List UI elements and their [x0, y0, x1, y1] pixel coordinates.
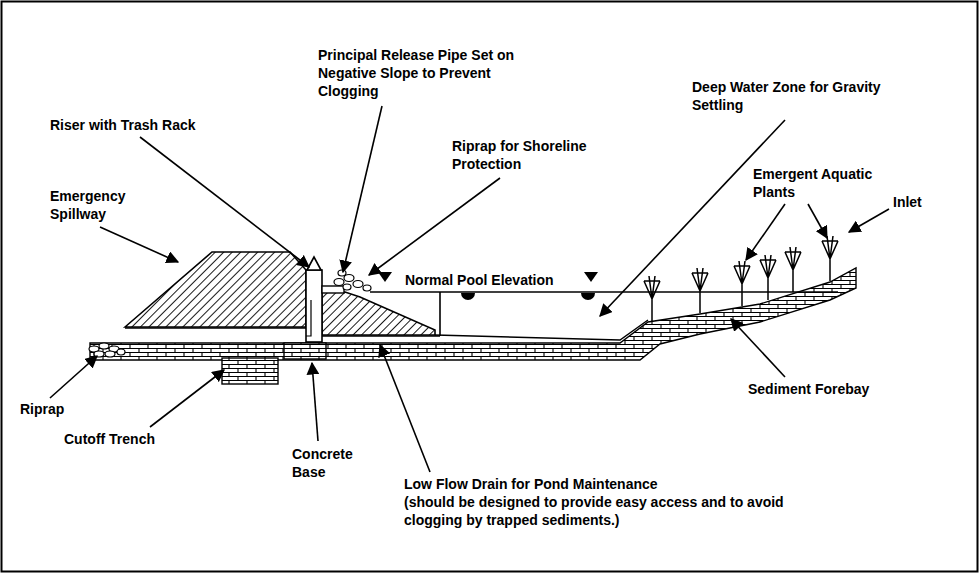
callout-label: Inlet [893, 193, 963, 211]
leader-line [600, 120, 785, 316]
trash-rack [307, 257, 321, 270]
leader-line [369, 178, 500, 275]
callout-label: Riprap [20, 400, 100, 418]
leader-line [100, 227, 178, 262]
leader-line [50, 356, 97, 398]
riser-inner-pipe [306, 300, 311, 336]
emergency-spillway-embankment [125, 252, 306, 327]
callout-label: Cutoff Trench [64, 430, 204, 448]
callout-label: Sediment Forebay [748, 380, 918, 398]
concrete-base [284, 343, 326, 359]
callout-label: Concrete Base [292, 445, 372, 481]
leader-line [312, 363, 318, 441]
cutoff-trench [222, 358, 278, 384]
callout-label: Principal Release Pipe Set on Negative S… [318, 46, 528, 100]
principal-release-pipe [322, 286, 344, 293]
water-marker [461, 293, 475, 300]
shoreline-riprap [334, 270, 371, 291]
callout-label: Normal Pool Elevation [405, 271, 580, 289]
callout-label: (should be designed to provide easy acce… [404, 493, 794, 529]
leader-line [746, 204, 785, 260]
callout-label: Deep Water Zone for Gravity Settling [692, 78, 882, 114]
water-level-marker [584, 272, 598, 282]
low-flow-drain [439, 292, 441, 336]
callout-label: Low Flow Drain for Pond Maintenance [404, 475, 734, 493]
leader-line [140, 137, 309, 267]
leader-line [808, 204, 827, 238]
callout-label: Emergent Aquatic Plants [753, 165, 903, 201]
water-level-marker [378, 272, 392, 282]
aquatic-plants [644, 236, 838, 321]
riprap-stones [89, 343, 125, 357]
pond-bottom [435, 320, 648, 340]
callout-label: Riser with Trash Rack [50, 116, 250, 134]
leader-line [343, 106, 382, 272]
callout-label: Emergency Spillway [50, 187, 150, 223]
leader-line [380, 345, 430, 472]
riser [306, 270, 322, 342]
leader-lines [50, 106, 889, 472]
water-marker [581, 293, 595, 300]
callout-label: Riprap for Shoreline Protection [452, 137, 622, 173]
leader-line [731, 319, 785, 377]
leader-line [849, 209, 889, 232]
inner-embankment [322, 292, 435, 335]
leader-line [150, 370, 224, 427]
